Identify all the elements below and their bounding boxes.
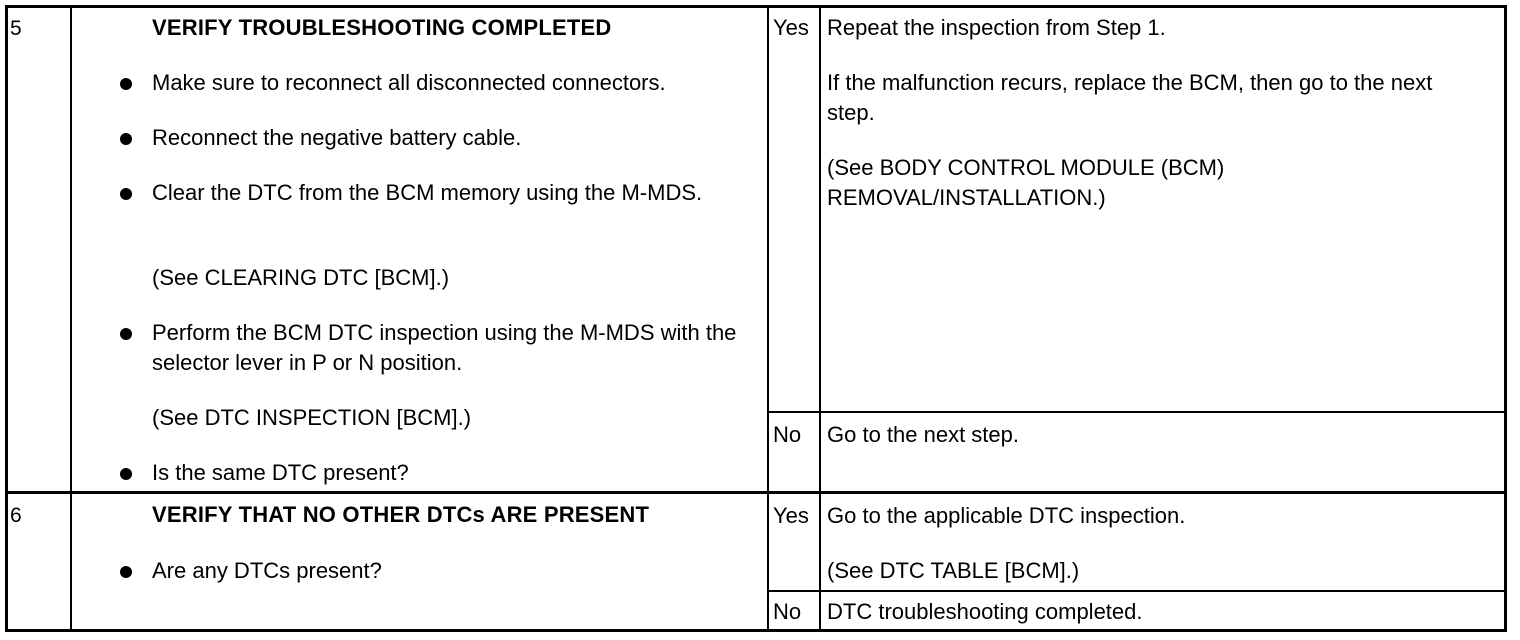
step-number: 6 <box>10 504 22 527</box>
result-action: Go to the next step. <box>827 422 1020 447</box>
step-reference: (See CLEARING DTC [BCM].) <box>152 265 450 290</box>
answer-no: No <box>773 422 802 447</box>
bullet-icon <box>120 328 132 340</box>
step-item: Clear the DTC from the BCM memory using … <box>152 180 703 205</box>
bullet-icon <box>120 78 132 90</box>
bullet-icon <box>120 566 132 578</box>
result-action: Go to the applicable DTC inspection. <box>827 503 1186 528</box>
bullet-icon <box>120 468 132 480</box>
answer-yes: Yes <box>773 503 809 528</box>
step-item: Are any DTCs present? <box>152 558 382 583</box>
result-action: Repeat the inspection from Step 1. <box>827 15 1166 40</box>
column-divider-step <box>70 5 72 632</box>
result-action: If the malfunction recurs, replace the B… <box>827 70 1433 125</box>
answer-no: No <box>773 599 802 624</box>
result-reference: (See DTC TABLE [BCM].) <box>827 558 1080 583</box>
step-item: Is the same DTC present? <box>152 460 409 485</box>
row-divider-step6-result <box>767 590 1507 592</box>
step-number: 5 <box>10 17 22 40</box>
result-reference: (See BODY CONTROL MODULE (BCM) REMOVAL/I… <box>827 155 1225 210</box>
column-divider-action <box>819 5 821 632</box>
step-item: Reconnect the negative battery cable. <box>152 125 522 150</box>
bullet-icon <box>120 188 132 200</box>
troubleshooting-table <box>5 5 1507 632</box>
bullet-icon <box>120 133 132 145</box>
step-title: VERIFY TROUBLESHOOTING COMPLETED <box>152 15 612 40</box>
column-divider-answer <box>767 5 769 632</box>
answer-yes: Yes <box>773 15 809 40</box>
step-reference: (See DTC INSPECTION [BCM].) <box>152 405 472 430</box>
step-title: VERIFY THAT NO OTHER DTCs ARE PRESENT <box>152 502 650 527</box>
step-item: Make sure to reconnect all disconnected … <box>152 70 666 95</box>
row-divider-step <box>5 491 1507 494</box>
result-action: DTC troubleshooting completed. <box>827 599 1143 624</box>
row-divider-step5-result <box>767 411 1507 413</box>
step-item: Perform the BCM DTC inspection using the… <box>152 320 737 375</box>
